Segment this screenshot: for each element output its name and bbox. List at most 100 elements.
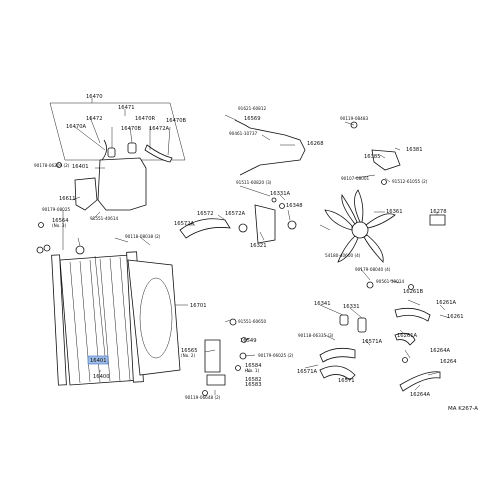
label-16565: 16565 — [181, 348, 198, 354]
reservoir-tank-group — [49, 98, 186, 211]
label-54180-40600: 54180-40600 (4) — [325, 253, 361, 258]
label-16564: 16564 — [52, 218, 69, 224]
label-16261A: 16261A — [436, 300, 457, 306]
label-16261: 16261 — [447, 314, 464, 320]
fan-blade — [337, 235, 359, 263]
label-16572A: 16572A — [225, 211, 246, 217]
overflow-hose — [144, 144, 173, 163]
bolt-icon — [229, 318, 237, 326]
lower-hose-16571A — [319, 347, 356, 363]
label-16471: 16471 — [118, 105, 135, 111]
fan-blade — [341, 193, 358, 225]
label-16331A: 16331A — [270, 191, 291, 197]
radiator-side-tank-left — [51, 254, 67, 386]
fan-blade — [365, 213, 396, 229]
label-16264A-2: 16264A — [410, 392, 431, 398]
label-16341: 16341 — [314, 301, 331, 307]
radiator-cap — [75, 245, 85, 255]
label-90561-30014: 90561-30014 — [376, 279, 404, 284]
reservoir-bracket — [74, 177, 98, 211]
label-91551-40614: 91551-40614 — [90, 216, 118, 221]
label-90179-08040: 90179-08040 (4) — [355, 267, 391, 272]
diagram-code: MA K267-A — [448, 406, 478, 412]
label-16584: 16584 — [245, 363, 262, 369]
water-outlet — [254, 204, 276, 244]
label-16571: 16571 — [338, 378, 355, 384]
bracket-16381 — [371, 149, 401, 171]
label-16361: 16361 — [386, 209, 403, 215]
bolt-icon — [366, 281, 374, 289]
label-16381: 16381 — [406, 147, 423, 153]
drain-plug-2 — [43, 244, 51, 252]
pipe-bracket — [234, 119, 251, 129]
label-16401: 16401 — [90, 358, 107, 364]
hose-clamp — [238, 223, 248, 233]
bolt-icon — [38, 222, 44, 228]
bracket-group — [202, 318, 247, 396]
fan-blade — [363, 234, 384, 263]
label-16572A-2: 16572A — [174, 221, 195, 227]
label-16348: 16348 — [286, 203, 303, 209]
reservoir-fitting — [107, 147, 116, 158]
fan-group — [324, 189, 446, 263]
right-hoses-group — [319, 121, 441, 392]
label-90119-08483: 90119-08483 — [340, 116, 368, 121]
bolt-icon — [241, 337, 247, 343]
bolt-icon — [279, 203, 285, 209]
label-91512-61055: 91512-61055 (2) — [392, 179, 428, 184]
label-90178-06209: 90178-06209 (2) — [34, 163, 70, 168]
label-90461-10737: 90461-10737 — [229, 131, 257, 136]
clamp-icon — [408, 284, 414, 290]
bolt-icon — [235, 365, 241, 371]
label-16572: 16572 — [197, 211, 214, 217]
hose-16341 — [339, 314, 349, 326]
label-16401-cap: 16401 — [72, 164, 89, 170]
label-90179-08025: 90179-08025 — [42, 207, 70, 212]
bolt-icon — [271, 197, 277, 203]
part-labels: 16470 16471 16472 16470R 16470B 16470A 1… — [34, 94, 478, 412]
leader-lines — [62, 114, 451, 395]
label-16571A: 16571A — [362, 339, 383, 345]
fan-blade — [324, 209, 353, 231]
label-16582: 16582 — [245, 377, 262, 383]
label-16583: 16583 — [245, 382, 262, 388]
label-16264A: 16264A — [430, 348, 451, 354]
water-pipe — [239, 127, 306, 176]
bolt-icon — [202, 390, 208, 396]
hose-16261 — [394, 332, 416, 346]
clamp-icon — [402, 357, 408, 363]
hose-16264 — [399, 371, 441, 392]
bolt-icon — [381, 179, 387, 185]
label-16564-no3: (No. 3) — [52, 223, 67, 228]
label-16571A-2: 16571A — [297, 369, 318, 375]
label-16549: 16549 — [240, 338, 257, 344]
label-16472: 16472 — [86, 116, 103, 122]
label-16470R: 16470R — [135, 116, 156, 122]
upper-pipes-group — [179, 119, 306, 244]
highlight-16401 — [87, 355, 109, 365]
label-16611: 16611 — [59, 196, 76, 202]
bracket-16565 — [204, 339, 221, 373]
label-90179-06025: 90179-06025 (2) — [258, 353, 294, 358]
reservoir-tank — [97, 157, 147, 211]
reservoir-cap — [127, 142, 137, 154]
label-16261B: 16261B — [403, 289, 424, 295]
label-16565-no2: (No. 2) — [181, 353, 196, 358]
label-16261A-2: 16261A — [397, 333, 418, 339]
label-90119-06648: 90119-06648 (2) — [185, 395, 221, 400]
label-16472A: 16472A — [149, 126, 170, 132]
bolt-icon — [56, 162, 62, 168]
label-16321: 16321 — [250, 243, 267, 249]
label-16264: 16264 — [440, 359, 457, 365]
thermostat-gasket — [287, 220, 297, 230]
label-16701: 16701 — [190, 303, 207, 309]
fan-coupling — [429, 214, 446, 226]
bracket-16582 — [206, 374, 226, 386]
label-16470A: 16470A — [66, 124, 87, 130]
reservoir-hose — [101, 139, 107, 161]
assembly-bracket-line — [49, 102, 186, 161]
drain-plug — [36, 246, 44, 254]
hose-16261A — [394, 307, 431, 322]
label-16569: 16569 — [244, 116, 261, 122]
